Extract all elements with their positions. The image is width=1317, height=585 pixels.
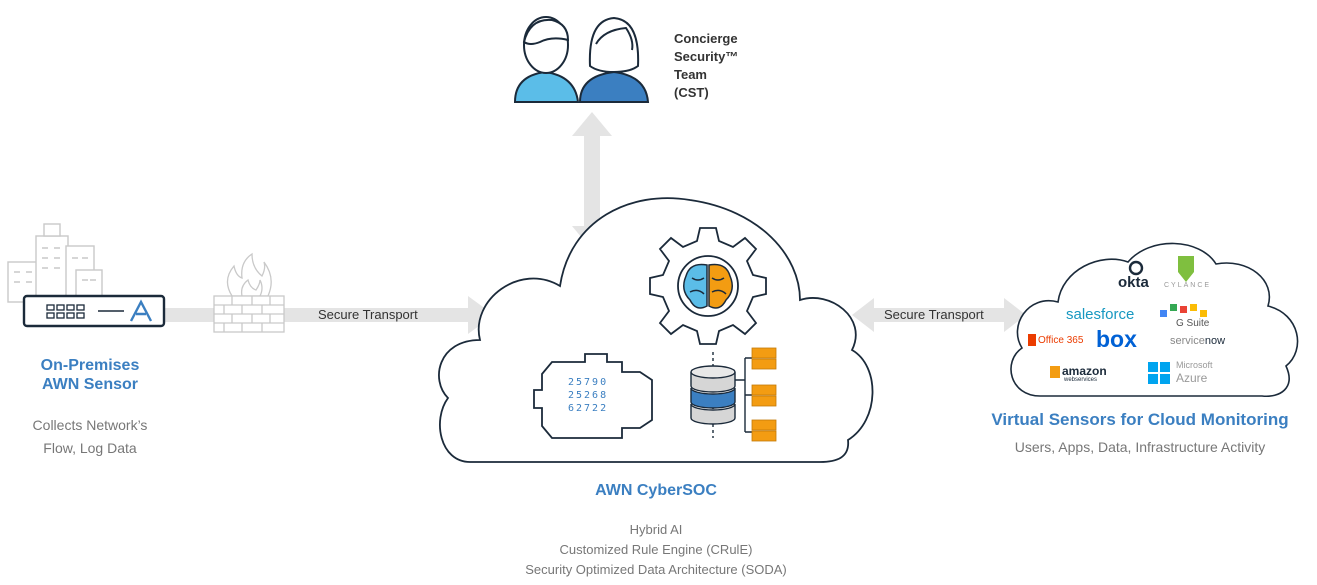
office365-logo-mark (1028, 334, 1036, 346)
cloud-icon (438, 197, 874, 463)
database-icon (690, 352, 752, 438)
left-transport-arrow (160, 296, 494, 334)
brain-icon (683, 263, 733, 309)
sensor-device-icon (22, 294, 166, 328)
cybersoc-feature: Customized Rule Engine (CRulE) (559, 542, 753, 557)
onprem-title-line: On-Premises (40, 357, 140, 374)
transport-label-right: Secure Transport (884, 307, 984, 322)
engine-digits: 25790 25268 62722 (568, 376, 608, 415)
okta-logo: okta (1118, 274, 1149, 291)
cybersoc-feature: Security Optimized Data Architecture (SO… (525, 562, 787, 577)
cloud-icon (1010, 242, 1299, 397)
okta-logo-mark (1128, 260, 1144, 276)
cylance-logo: CYLANCE (1164, 282, 1212, 289)
person-icon (513, 16, 650, 103)
engine-digit-row: 62722 (568, 403, 609, 414)
cybersoc-title: AWN CyberSOC (595, 482, 717, 499)
engine-digit-row: 25268 (568, 390, 609, 401)
buildings-icon (7, 223, 103, 303)
cloud-monitoring-title: Virtual Sensors for Cloud Monitoring (991, 410, 1289, 429)
vertical-double-arrow (572, 112, 612, 250)
team-label-line: (CST) (674, 85, 709, 100)
onprem-title: On-Premises AWN Sensor (0, 356, 180, 394)
microsoft-logo-mark (1148, 362, 1170, 384)
servicenow-logo-part: now (1204, 335, 1226, 347)
firewall-icon (213, 252, 285, 333)
cybersoc-feature: Hybrid AI (629, 522, 683, 537)
team-label-line: Concierge (674, 31, 738, 46)
amazon-logo: amazon (1062, 364, 1107, 378)
server-icon (751, 347, 777, 442)
cloud-monitoring-description: Users, Apps, Data, Infrastructure Activi… (1014, 439, 1266, 455)
aws-sub-logo: webservices (1064, 377, 1098, 383)
office365-logo: Office 365 (1038, 335, 1084, 346)
right-transport-arrow (852, 298, 1026, 332)
engine-digit-row: 25790 (568, 377, 609, 388)
cybersoc-features: Hybrid AI Customized Rule Engine (CRulE)… (420, 520, 892, 580)
servicenow-logo: servicenow (1170, 335, 1225, 347)
servicenow-logo-part: service (1170, 335, 1205, 347)
onprem-desc-line: Collects Network’s (32, 417, 148, 433)
onprem-desc-line: Flow, Log Data (43, 440, 137, 456)
azure-logo: Azure (1176, 371, 1208, 385)
microsoft-logo: Microsoft (1176, 360, 1213, 370)
box-logo: box (1096, 326, 1137, 352)
team-label: Concierge Security™ Team (CST) (674, 30, 764, 102)
gear-icon (649, 227, 767, 345)
gsuite-logo-mark (1160, 304, 1207, 317)
cylance-logo-mark (1178, 256, 1194, 282)
team-label-line: Security™ (674, 49, 739, 64)
aws-logo-mark (1050, 366, 1060, 378)
transport-label-left: Secure Transport (318, 307, 418, 322)
onprem-description: Collects Network’s Flow, Log Data (0, 414, 180, 460)
team-label-line: Team (674, 67, 707, 82)
onprem-title-line: AWN Sensor (41, 376, 138, 393)
gsuite-logo: G Suite (1176, 318, 1210, 329)
engine-icon (533, 353, 653, 439)
salesforce-logo: salesforce (1066, 306, 1135, 323)
